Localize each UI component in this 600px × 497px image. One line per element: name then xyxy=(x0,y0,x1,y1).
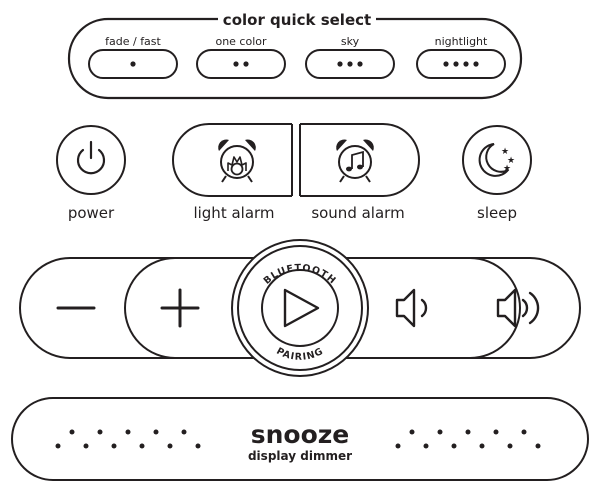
volume-down-button[interactable] xyxy=(368,258,470,358)
light-alarm-label: light alarm xyxy=(193,204,274,222)
sleep-button[interactable]: ★ ★ ★ xyxy=(462,125,532,195)
alarm-button-group xyxy=(172,123,420,197)
sound-alarm-icon xyxy=(336,139,374,183)
right-dot-pattern xyxy=(395,429,541,449)
sound-alarm-button[interactable] xyxy=(300,124,418,196)
dot-indicator xyxy=(130,61,136,67)
dot-indicator xyxy=(337,61,343,67)
dot-indicator xyxy=(473,61,479,67)
sleep-label: sleep xyxy=(477,204,517,222)
plus-button-outline xyxy=(124,257,234,359)
dot-indicator xyxy=(347,61,353,67)
plus-icon xyxy=(160,288,200,328)
power-button[interactable] xyxy=(56,125,126,195)
play-icon xyxy=(283,288,320,328)
minus-button[interactable] xyxy=(30,258,130,358)
svg-text:★: ★ xyxy=(507,156,515,166)
snooze-button[interactable] xyxy=(11,397,589,481)
color-button-one-color[interactable]: one color xyxy=(196,35,286,79)
color-button-fade-fast[interactable]: fade / fast xyxy=(88,35,178,79)
dot-indicator xyxy=(233,61,239,67)
playback-bar-outline xyxy=(19,257,581,359)
power-label: power xyxy=(68,204,115,222)
moon-stars-icon: ★ ★ ★ xyxy=(478,143,515,177)
power-icon xyxy=(76,140,106,175)
volume-up-divider xyxy=(469,257,521,359)
color-button-label: sky xyxy=(341,35,360,48)
svg-text:★: ★ xyxy=(501,147,509,157)
dot-indicator xyxy=(443,61,449,67)
color-button-nightlight[interactable]: nightlight xyxy=(416,35,506,79)
color-button-label: one color xyxy=(215,35,267,48)
dot-indicator xyxy=(453,61,459,67)
color-button-label: fade / fast xyxy=(105,35,161,48)
color-button-label: nightlight xyxy=(435,35,488,48)
volume-up-button[interactable] xyxy=(470,258,580,358)
svg-text:★: ★ xyxy=(503,164,511,174)
volume-down-icon xyxy=(395,288,428,328)
pairing-arc-label: PAIRING xyxy=(274,346,325,363)
dot-indicator xyxy=(357,61,363,67)
color-quick-select-title: color quick select xyxy=(223,11,371,29)
plus-button[interactable] xyxy=(130,258,230,358)
snooze-label: snooze xyxy=(251,420,350,449)
color-quick-select-frame xyxy=(67,17,523,100)
play-pairing-button[interactable]: BLUETOOTH PAIRING xyxy=(231,239,369,377)
light-alarm-icon xyxy=(218,139,256,183)
dot-indicator xyxy=(463,61,469,67)
left-dot-pattern xyxy=(55,429,201,449)
color-button-sky[interactable]: sky xyxy=(305,35,395,79)
color-quick-select-title-backdrop xyxy=(218,10,376,30)
sound-alarm-label: sound alarm xyxy=(311,204,404,222)
display-dimmer-label: display dimmer xyxy=(248,449,352,463)
volume-up-icon xyxy=(496,288,540,328)
dot-indicator xyxy=(243,61,249,67)
